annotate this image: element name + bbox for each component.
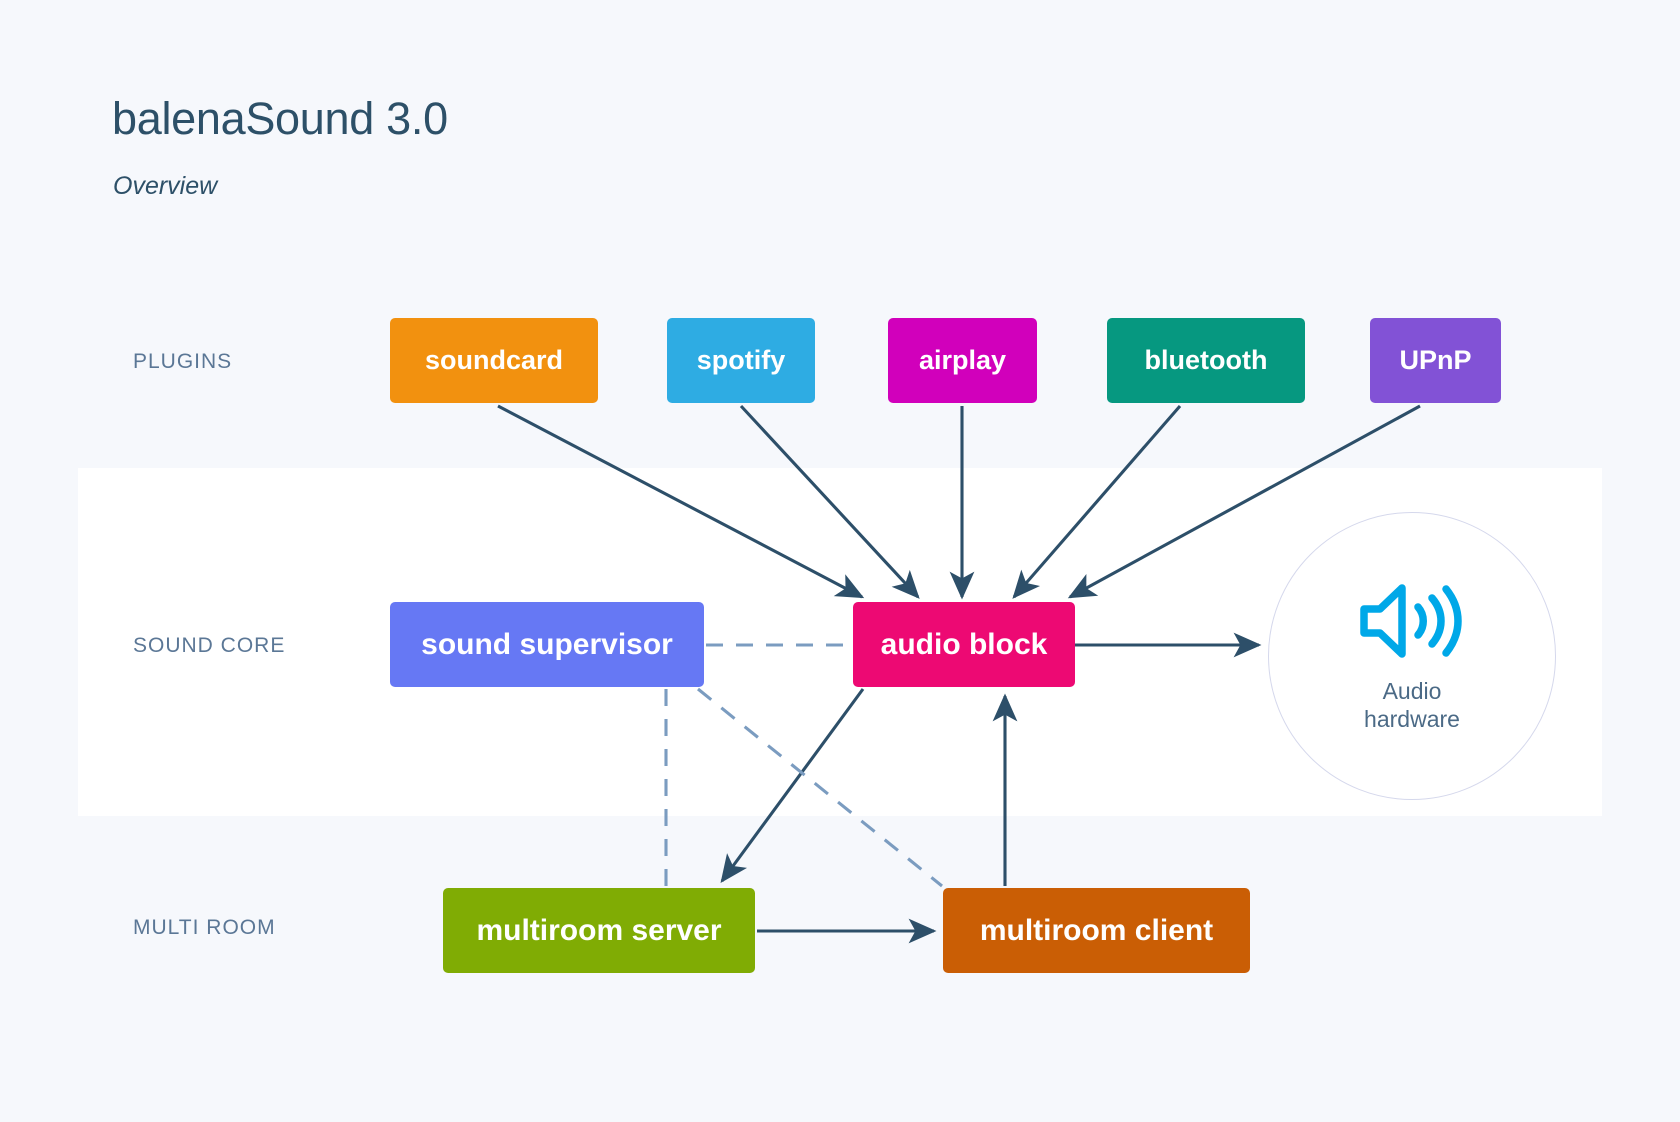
node-multiroom-server-label: multiroom server bbox=[476, 913, 722, 947]
node-soundcard-label: soundcard bbox=[424, 345, 564, 375]
node-sound-supervisor-label: sound supervisor bbox=[421, 627, 673, 661]
node-multiroom-server[interactable]: multiroom server bbox=[443, 888, 755, 973]
node-bluetooth-label: bluetooth bbox=[1144, 345, 1268, 375]
row-label-sound-core: SOUND CORE bbox=[133, 634, 286, 657]
node-multiroom-client-label: multiroom client bbox=[979, 913, 1214, 947]
speaker-waves-icon bbox=[1360, 584, 1462, 658]
edge-spotify-to-audio-block bbox=[739, 404, 920, 599]
node-multiroom-client[interactable]: multiroom client bbox=[943, 888, 1250, 973]
edge-upnp-to-audio-block bbox=[1067, 404, 1421, 599]
edge-audio-block-to-multiroom-server bbox=[720, 688, 865, 883]
page-subtitle: Overview bbox=[113, 172, 218, 200]
node-sound-supervisor[interactable]: sound supervisor bbox=[390, 602, 704, 687]
node-airplay-label: airplay bbox=[918, 345, 1007, 375]
node-bluetooth[interactable]: bluetooth bbox=[1107, 318, 1305, 403]
node-spotify-label: spotify bbox=[696, 345, 786, 375]
node-upnp[interactable]: UPnP bbox=[1370, 318, 1501, 403]
row-label-plugins: PLUGINS bbox=[133, 350, 233, 373]
edge-soundcard-to-audio-block bbox=[497, 404, 865, 599]
node-audio-hardware[interactable]: Audio hardware bbox=[1268, 512, 1556, 800]
node-airplay[interactable]: airplay bbox=[888, 318, 1037, 403]
page-title: balenaSound 3.0 bbox=[112, 93, 448, 144]
node-audio-block[interactable]: audio block bbox=[853, 602, 1075, 687]
edge-sound-supervisor-to-multiroom-client bbox=[697, 687, 943, 888]
node-upnp-label: UPnP bbox=[1399, 345, 1472, 375]
edge-bluetooth-to-audio-block bbox=[1012, 404, 1182, 599]
node-spotify[interactable]: spotify bbox=[667, 318, 815, 403]
audio-hardware-label-line2: hardware bbox=[1364, 706, 1460, 732]
row-label-multi-room: MULTI ROOM bbox=[133, 916, 276, 939]
node-soundcard[interactable]: soundcard bbox=[390, 318, 598, 403]
audio-hardware-label-line1: Audio bbox=[1382, 677, 1442, 704]
node-audio-block-label: audio block bbox=[880, 627, 1048, 661]
audio-hardware-label: Audio hardware bbox=[1364, 677, 1460, 733]
